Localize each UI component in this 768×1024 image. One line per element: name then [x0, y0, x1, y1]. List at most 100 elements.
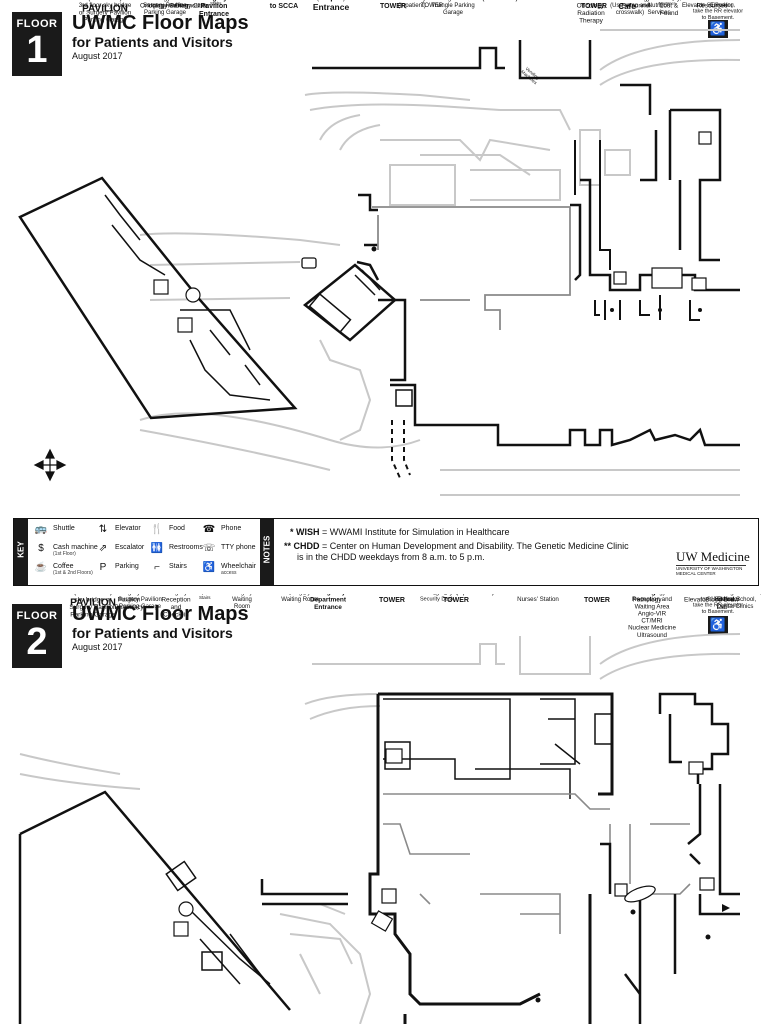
floor-number: 1 — [26, 29, 48, 71]
surgery-waiting-label: SurgeryWaitingRoom — [231, 594, 252, 610]
cascade-interior — [354, 269, 413, 407]
vending-label: Vending Machines — [427, 594, 472, 596]
cascade-elevator-box — [381, 888, 397, 904]
wish-label: WISH* — [132, 0, 152, 2]
key-item-label: Parking — [115, 563, 139, 570]
floor-1-badge: FLOOR 1 — [12, 12, 62, 76]
key-item: ⇗ Escalator — [96, 544, 144, 554]
stairs-icon: ⌐ — [154, 562, 160, 573]
floor-word: FLOOR — [16, 610, 58, 622]
ultrasound-marker — [624, 885, 656, 903]
spiral-stairs-label: SpiralStairs — [199, 594, 211, 600]
walking-tunnel-path — [391, 420, 411, 479]
chdd-label: CHDD** — [540, 0, 569, 2]
grey-corridors — [383, 793, 691, 934]
key-item: ☕Coffee(1st & 2nd Floors) — [34, 563, 93, 577]
note-chdd-mark: ** CHDD — [284, 541, 320, 551]
bb-elevator-box — [691, 277, 707, 291]
main-interior-walls — [372, 206, 571, 330]
parking-icon: P — [99, 562, 107, 573]
key-item-sub: (1st & 2nd Floors) — [53, 570, 93, 576]
floor-2-map: For wheelchair accessto S1 Parking,take … — [18, 594, 762, 1024]
map-title: UWMC Floor Maps — [72, 603, 249, 625]
urology-label: Urology &Urogynecology Clinic — [148, 0, 210, 9]
nursing-label: NursingPersonnel — [621, 0, 651, 9]
anatomic-pathology-label: AnatomicPathology — [633, 594, 663, 603]
evening-point — [705, 934, 711, 940]
key-item-label: Escalator — [115, 544, 145, 551]
spiral-stairs-label: SpiralStairs — [210, 0, 222, 6]
parking-marker: P — [125, 594, 134, 597]
anatomic-point — [630, 909, 636, 915]
surgery-pavilion-outline — [18, 176, 298, 420]
key-item: 🍴Food — [150, 525, 185, 535]
background-paths — [139, 29, 741, 496]
map-subtitle: for Patients and Visitors — [72, 34, 233, 50]
pharmacy-label: Pharmacy(Inpatient) — [398, 0, 427, 9]
bb-elevator-box — [699, 877, 715, 891]
surgery-pavilion-label: SURGERYPAVILION — [68, 594, 117, 609]
key-item: ⌐ Stairs — [150, 563, 187, 573]
key-item-label: Coffee(1st & 2nd Floors) — [53, 563, 93, 576]
uw-medicine-logo-sub: UNIVERSITY OF WASHINGTON MEDICAL CENTER — [676, 565, 746, 576]
compass-east: EAST — [15, 0, 32, 2]
key-item-label: TTY phone — [221, 544, 256, 551]
key-item: $Cash machine(1st Floor) — [34, 544, 98, 558]
food-icon: 🍴 — [150, 524, 164, 535]
key-label: KEY — [16, 541, 26, 558]
restrooms-icon: 🚻 — [150, 543, 164, 554]
rr-elevator-label: RRElevator — [684, 594, 709, 603]
main-hospital-label: MAIN HOSPITAL — [457, 0, 543, 3]
key-item: 🚌Shuttle — [34, 525, 75, 535]
point — [610, 308, 614, 312]
wheelchair-note: For wheelchair accessto S1 Parking,take … — [691, 0, 746, 21]
pacific-elevator-box — [614, 883, 628, 897]
human-resources-label: HumanResources — [696, 0, 728, 9]
main-hospital-outline — [302, 178, 740, 447]
cascade-tower-label: CASCADETOWER — [376, 0, 411, 10]
shuttle-icon — [301, 257, 317, 269]
vascular-label: VascularDiagnostics — [175, 0, 209, 9]
note-wish: * WISH = WWAMI Institute for Simulation … — [290, 527, 510, 537]
notes-tab: NOTES — [260, 519, 274, 585]
hospital-entrance-label: HospitalEntrance — [313, 0, 350, 12]
floor-number: 2 — [26, 621, 48, 663]
emergency-department-label: Emergency Department — [420, 594, 489, 596]
compass-north: NORTH — [38, 0, 61, 2]
shuttle-label: SHUTTLEto SCCA — [268, 0, 301, 10]
surgery-pavilion-outline — [18, 790, 291, 1024]
floor-1-map: To Montlake Cut For wheelchair accessto S… — [15, 0, 746, 496]
escalator-icon: ⇗ — [98, 543, 108, 554]
compass — [33, 448, 67, 482]
cardiac-procedures-label: Cardiac ProceduresNurses' Station — [511, 594, 566, 603]
key-item-label: Shuttle — [53, 525, 75, 532]
floor-word: FLOOR — [16, 18, 58, 30]
s1-parking-label: S1 Parking — [620, 0, 649, 2]
sky-bridge-label: Sky Bridge — [283, 594, 310, 596]
plaza-cafe-label: PlazaCafe — [617, 0, 638, 11]
sky-bridge — [260, 879, 348, 906]
vending-label-2: VendingMachines — [658, 0, 675, 6]
main-interior-walls — [383, 698, 613, 799]
phone-icon: ☎ — [202, 524, 216, 535]
main-hospital-label: MAIN HOSPITAL — [432, 594, 518, 597]
key-item-sub: access — [221, 570, 237, 576]
montlake-tower-label: MONTLAKETOWER — [436, 594, 476, 604]
pacific-tower-label: PACIFICTOWER — [580, 0, 607, 10]
key-item-label: Elevator — [115, 525, 141, 532]
rr-tower — [620, 83, 722, 262]
key-item-label: Stairs — [169, 563, 187, 570]
key-notes-bar: KEY 🚌Shuttle $Cash machine(1st Floor) ☕Cof… — [13, 518, 759, 586]
surgery-entrance-label: SurgeryPavilionEntrance — [199, 0, 229, 18]
spiral-stairs-marker — [178, 901, 194, 917]
map-date: August 2017 — [72, 642, 123, 652]
montlake-cut-label: To Montlake Cut — [623, 0, 667, 2]
surgery-floor-label: (1st Floor) — [88, 0, 123, 2]
chdd-label: CHDD — [536, 594, 559, 596]
tty-phone-icon: ☏ — [202, 543, 216, 554]
